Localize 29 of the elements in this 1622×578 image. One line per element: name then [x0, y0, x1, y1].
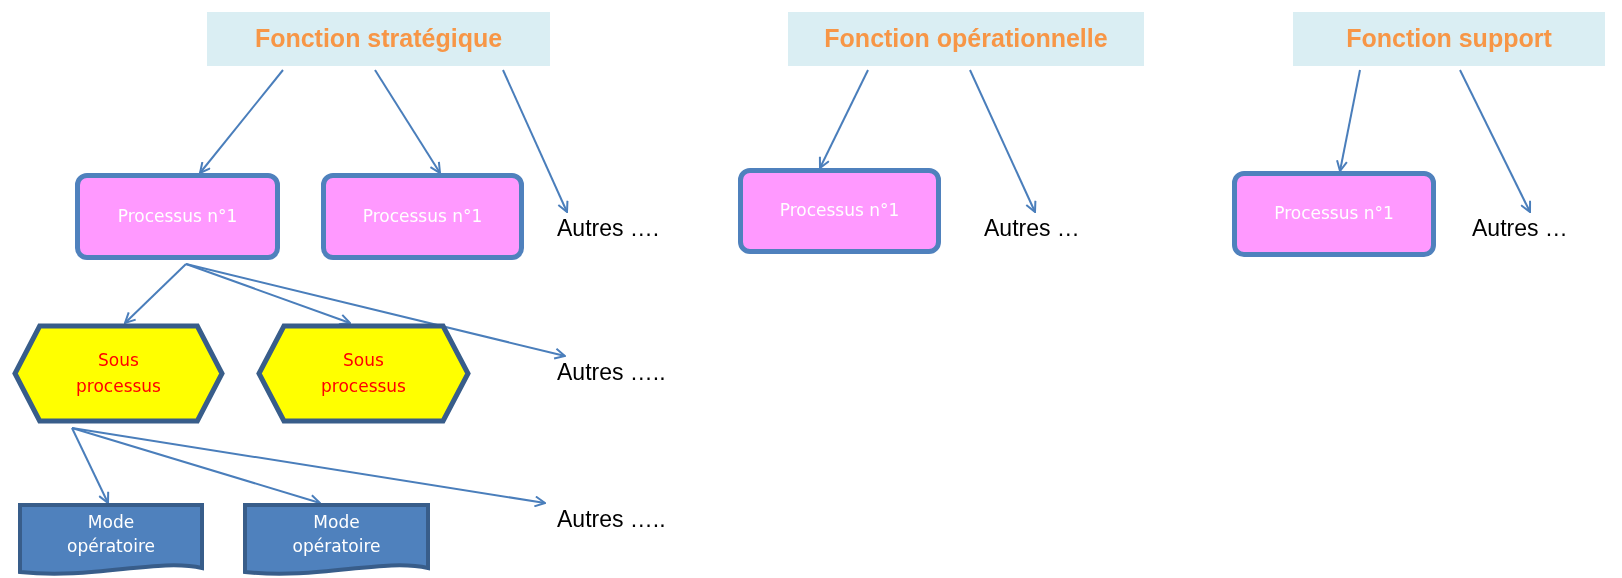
- process-box: Processus n°1: [321, 173, 524, 260]
- function-box: Fonction stratégique: [207, 12, 550, 66]
- arrow: [969, 69, 1037, 213]
- subprocess-hexagon: Sous processus: [12, 323, 225, 424]
- node-text: Autres …..: [557, 356, 707, 388]
- process-box: Processus n°1: [75, 173, 280, 260]
- arrow: [1459, 69, 1532, 213]
- arrow: [199, 69, 284, 174]
- arrow: [1336, 69, 1361, 172]
- node-text: Autres ….: [557, 212, 707, 244]
- node-text: Autres …: [1472, 212, 1602, 244]
- process-box: Processus n°1: [1232, 171, 1436, 257]
- node-text: Autres …..: [557, 503, 707, 535]
- arrow: [71, 427, 110, 504]
- document-shape: Mode opératoire: [243, 503, 430, 578]
- node-text: Autres …: [984, 212, 1114, 244]
- arrow: [185, 263, 566, 360]
- document-shape: Mode opératoire: [18, 503, 204, 578]
- arrow: [818, 69, 869, 169]
- arrow: [71, 427, 546, 508]
- arrow: [124, 263, 187, 324]
- arrow: [374, 69, 441, 174]
- subprocess-hexagon: Sous processus: [256, 323, 471, 424]
- arrow: [71, 427, 321, 506]
- function-box: Fonction support: [1293, 12, 1605, 66]
- function-box: Fonction opérationnelle: [788, 12, 1144, 66]
- arrow: [185, 263, 351, 326]
- arrow: [502, 69, 569, 213]
- process-box: Processus n°1: [738, 168, 941, 254]
